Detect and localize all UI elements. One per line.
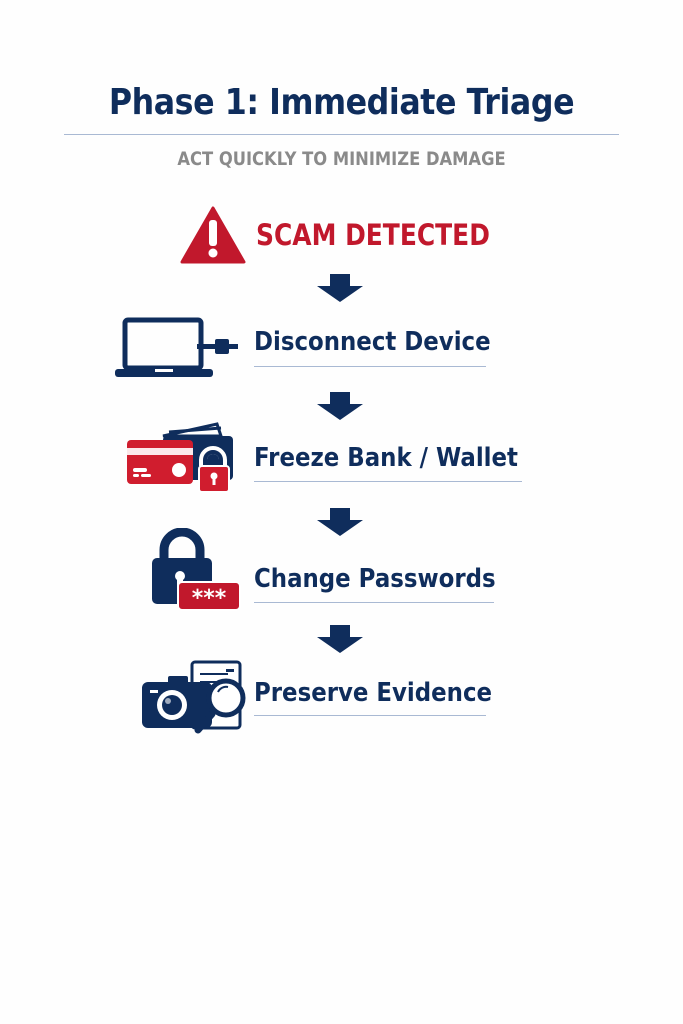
title-divider bbox=[64, 134, 619, 135]
laptop-unplug-icon bbox=[115, 317, 238, 377]
camera-document-magnifier-icon bbox=[142, 660, 246, 734]
scam-alert: SCAM DETECTED bbox=[180, 205, 528, 265]
padlock-password-icon: *** bbox=[152, 528, 241, 611]
step-label: Preserve Evidence bbox=[254, 678, 493, 708]
step-label: Change Passwords bbox=[254, 564, 496, 594]
page-subtitle: ACT QUICKLY TO MINIMIZE DAMAGE bbox=[177, 148, 506, 170]
step-divider bbox=[254, 366, 486, 367]
card-wallet-lock-icon bbox=[127, 422, 233, 493]
arrow-down-icon bbox=[317, 392, 363, 420]
arrow-down-icon bbox=[317, 508, 363, 536]
svg-text:***: *** bbox=[192, 586, 227, 611]
step-label: Freeze Bank / Wallet bbox=[254, 443, 518, 473]
step-divider bbox=[254, 602, 494, 603]
step-divider bbox=[254, 481, 522, 482]
step-divider bbox=[254, 715, 486, 716]
arrow-down-icon bbox=[317, 625, 363, 653]
page-title: Phase 1: Immediate Triage bbox=[108, 82, 575, 123]
step-label: Disconnect Device bbox=[254, 327, 491, 357]
alert-label: SCAM DETECTED bbox=[256, 218, 490, 252]
warning-triangle-icon bbox=[180, 206, 246, 264]
arrow-down-icon bbox=[317, 274, 363, 302]
